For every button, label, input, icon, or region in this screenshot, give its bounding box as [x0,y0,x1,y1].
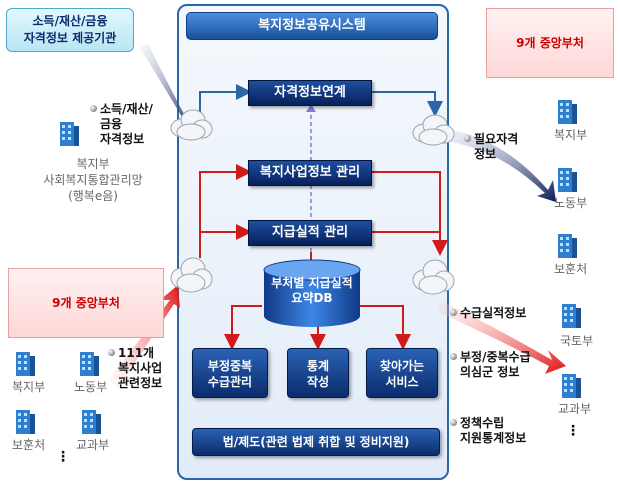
red-line-db-right [358,305,411,350]
left-network-label: 복지부 사회복지통합관리망 (행복e음) [18,156,168,204]
bullet-text: 부정/중복수급 [460,350,531,364]
building-icon [558,168,577,192]
blue-line-right [371,91,443,117]
summary-db-line: 요약DB [291,291,333,305]
ellipsis-left: ⋮ [56,449,70,465]
welfare-program-mgmt-box: 복지사업정보 관리 [248,160,372,186]
bullet-text: 지원통계정보 [460,431,527,445]
left-network-line: 복지부 [76,157,110,171]
bullet-text: 금융 [100,117,123,131]
bullet-text: 자격정보 [100,132,145,146]
bullet-text: 복지사업 [118,361,163,375]
outreach-line: 서비스 [385,375,419,389]
bullet-text: 정보 [474,147,497,161]
red-line-right-upper [371,171,448,256]
left-network-line: 사회복지통합관리망 [43,173,143,187]
bullet-text: 111개 [118,346,155,360]
bullet-dot-icon [450,353,457,360]
bullet-text: 관련정보 [118,376,163,390]
ministry-label: 노동부 [74,380,108,394]
ministry-label: 교과부 [76,438,110,452]
summary-db-line: 부처별 지급실적 [271,276,353,290]
ministry-label: 노동부 [554,196,588,210]
ministry-label: 교과부 [558,402,592,416]
outreach-box: 찾아가는 서비스 [366,348,438,398]
provider-box-line: 자격정보 제공기관 [23,31,117,45]
statistics-line: 작성 [306,375,330,389]
policy-statistics-info-bullet: 정책수립 지원통계정보 [450,416,526,446]
outreach-line: 찾아가는 [379,359,425,373]
fraud-mgmt-line: 부정중복 [207,359,253,373]
left-network-line: (행복e음) [68,189,118,203]
bullet-dot-icon [450,419,457,426]
provider-box-line: 소득/재산/금융 [32,14,108,28]
payment-record-mgmt-box: 지급실적 관리 [248,220,372,246]
ministry-label: 국토부 [560,334,594,348]
building-icon [558,100,577,124]
bullet-dot-icon [464,135,471,142]
building-icon [16,410,35,434]
building-icon [80,352,99,376]
fraud-suspect-info-bullet: 부정/중복수급 의심군 정보 [450,350,531,380]
payment-record-info-bullet: 수급실적정보 [450,306,526,321]
central-ministries-box-right: 9개 중앙부처 [486,8,614,78]
bullet-text: 소득/재산/ [100,102,153,116]
cloud-icon [170,109,213,141]
cloud-icon [412,114,455,146]
bullet-text: 수급실적정보 [460,306,527,320]
qualification-link-box: 자격정보연계 [248,80,372,106]
statistics-line: 통계 [306,359,330,373]
red-line-left-upper [199,164,252,258]
building-icon [562,304,581,328]
bullet-dot-icon [450,309,457,316]
welfare-program-info-bullet: 111개 복지사업 관련정보 [108,346,162,391]
system-title: 복지정보공유시스템 [186,12,438,40]
building-icon [16,352,35,376]
cloud-icon [170,257,213,293]
red-line-db-left [224,305,262,350]
provider-institution-box: 소득/재산/금융 자격정보 제공기관 [6,8,134,52]
ministry-label: 보훈처 [12,438,46,452]
building-icon [562,374,581,398]
curved-arrow-top-left [140,44,193,134]
database-icon [263,259,361,327]
ministry-label: 복지부 [12,380,46,394]
law-system-box: 법/제도(관련 법제 취합 및 정비지원) [192,428,440,456]
bullet-text: 의심군 정보 [460,365,520,379]
ministry-label: 복지부 [554,128,588,142]
summary-db-label: 부처별 지급실적 요약DB [262,276,362,306]
building-icon [558,234,577,258]
bullet-dot-icon [108,349,115,356]
building-icon [60,122,79,146]
required-qualification-bullet: 필요자격 정보 [464,132,518,162]
cloud-icon [412,259,455,295]
income-asset-info-bullet: 소득/재산/ 금융 자격정보 [90,102,153,147]
statistics-box: 통계 작성 [287,348,349,398]
ellipsis-right: ⋮ [566,423,580,439]
fraud-mgmt-line: 수급관리 [207,375,253,389]
building-icon [82,410,101,434]
fraud-mgmt-box: 부정중복 수급관리 [192,348,268,398]
bullet-dot-icon [90,105,97,112]
ministry-label: 보훈처 [554,262,588,276]
bullet-text: 필요자격 [474,132,519,146]
central-ministries-box-left: 9개 중앙부처 [8,268,164,338]
bullet-text: 정책수립 [460,416,505,430]
curved-arrow-bottom-right [438,300,566,374]
